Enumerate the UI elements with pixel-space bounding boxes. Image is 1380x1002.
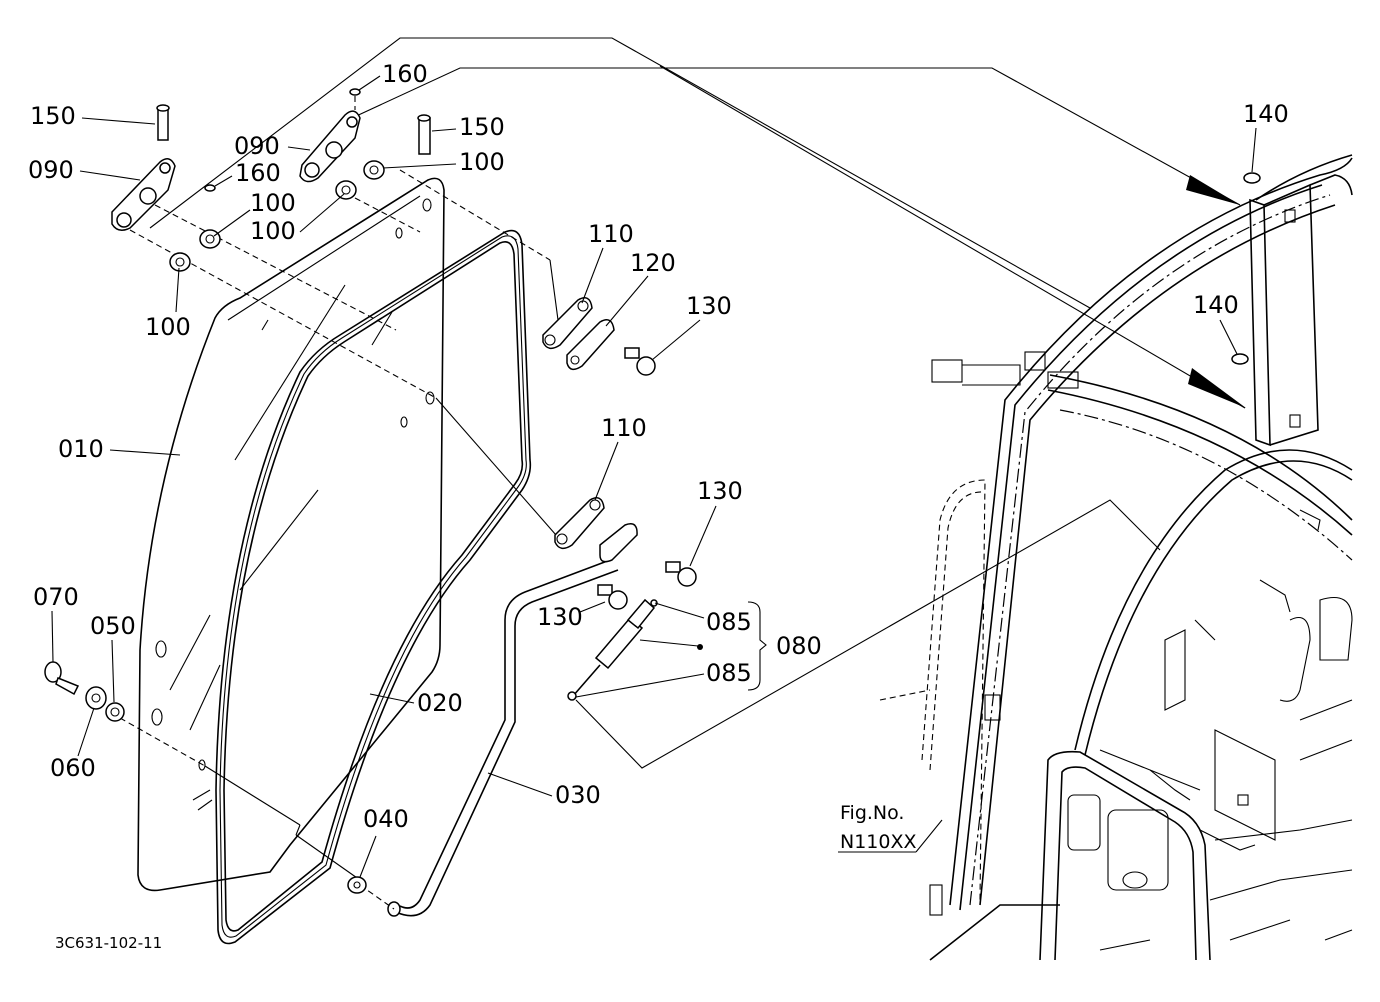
label-085-lower: 085 — [706, 659, 752, 687]
label-150-right: 150 — [459, 113, 505, 141]
label-130-middle: 130 — [697, 477, 743, 505]
assembly-dash-lines — [119, 169, 561, 881]
label-140-lower: 140 — [1193, 291, 1239, 319]
label-070: 070 — [33, 583, 79, 611]
label-090-left: 090 — [28, 156, 74, 184]
rod-030 — [359, 559, 619, 917]
cab-frame — [879, 154, 1353, 961]
drawing-id: 3C631-102-11 — [55, 934, 162, 952]
figure-reference: Fig.No. N110XX — [838, 802, 943, 853]
screw-070 — [44, 661, 80, 696]
label-060: 060 — [50, 754, 96, 782]
label-085-upper: 085 — [706, 608, 752, 636]
gas-strut-080 — [567, 598, 767, 701]
washer-060 — [85, 686, 107, 710]
label-110-upper: 110 — [588, 220, 634, 248]
label-030: 030 — [555, 781, 601, 809]
seal-020 — [215, 229, 532, 945]
label-020: 020 — [417, 689, 463, 717]
label-050: 050 — [90, 612, 136, 640]
fig-ref-line1: Fig.No. — [840, 802, 904, 824]
label-090-right: 090 — [234, 132, 280, 160]
nut-050 — [105, 702, 125, 722]
label-140-upper: 140 — [1243, 100, 1289, 128]
bolt-130-lower — [597, 584, 628, 610]
label-160-right: 160 — [382, 60, 428, 88]
label-130-lower: 130 — [537, 603, 583, 631]
plate-110-lower — [554, 497, 605, 550]
label-160-left: 160 — [235, 159, 281, 187]
label-120: 120 — [630, 249, 676, 277]
bolt-130-upper — [624, 347, 656, 376]
glass-panel-010 — [137, 177, 445, 892]
plate-120 — [566, 319, 615, 371]
bushings-100 — [169, 160, 385, 272]
label-130-upper: 130 — [686, 292, 732, 320]
bolt-130-middle — [665, 561, 697, 587]
label-080: 080 — [776, 632, 822, 660]
label-040: 040 — [363, 805, 409, 833]
label-100-d: 100 — [459, 148, 505, 176]
label-010: 010 — [58, 435, 104, 463]
label-100-a: 100 — [250, 189, 296, 217]
hinge-bracket-090-left — [111, 158, 176, 231]
reference-lines — [149, 37, 1246, 769]
bracket-030-end — [599, 523, 638, 563]
label-100-c: 100 — [145, 313, 191, 341]
label-100-b: 100 — [250, 217, 296, 245]
part-labels: 150 090 160 100 100 100 160 090 150 100 … — [28, 60, 1289, 878]
label-150-left: 150 — [30, 102, 76, 130]
pin-150-left — [156, 104, 170, 141]
hinge-bracket-090-right — [299, 110, 361, 183]
bushing-040 — [347, 876, 367, 894]
clip-160 — [204, 88, 361, 192]
pin-150-right — [417, 114, 431, 155]
label-110-lower: 110 — [601, 414, 647, 442]
fig-ref-line2: N110XX — [840, 831, 917, 853]
